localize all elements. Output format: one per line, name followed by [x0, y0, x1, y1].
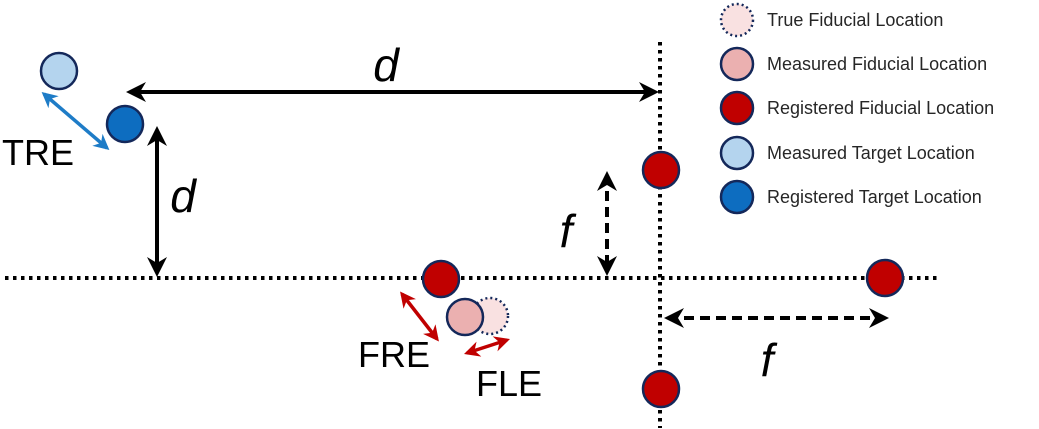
true-fiducial-icon [719, 2, 755, 38]
registered-fiducial-circle [421, 259, 461, 299]
fre-label: FRE [358, 334, 430, 375]
registered-fiducial-circle [641, 150, 681, 190]
legend-label: Registered Target Location [767, 187, 982, 207]
tre-arrow [41, 91, 110, 151]
legend-label: True Fiducial Location [767, 10, 943, 30]
legend-item: Measured Target Location [719, 135, 975, 171]
measured-fiducial-circle [445, 297, 485, 337]
registered-fiducial-circle [641, 369, 681, 409]
registered-fiducial-circle [865, 258, 905, 298]
f-horizontal-label: f [761, 334, 778, 386]
d-horizontal-label: d [373, 39, 400, 91]
tre-label: TRE [2, 132, 74, 173]
registered-target-circle [105, 104, 145, 144]
fle-arrow [464, 336, 510, 357]
legend-item: Registered Fiducial Location [719, 90, 994, 126]
legend-label: Measured Fiducial Location [767, 54, 987, 74]
d-vertical-label: d [170, 170, 197, 222]
measured-target-icon [719, 135, 755, 171]
measured-target-circle [39, 51, 79, 91]
registered-fiducial-icon [719, 90, 755, 126]
legend-item: Measured Fiducial Location [719, 46, 987, 82]
legend-label: Measured Target Location [767, 143, 975, 163]
legend-label: Registered Fiducial Location [767, 98, 994, 118]
f-vertical-label: f [560, 205, 577, 257]
registered-target-icon [719, 179, 755, 215]
legend: True Fiducial Location Measured Fiducial… [719, 2, 994, 215]
legend-item: Registered Target Location [719, 179, 982, 215]
fle-label: FLE [476, 363, 542, 404]
legend-item: True Fiducial Location [719, 2, 943, 38]
measured-fiducial-icon [719, 46, 755, 82]
fre-arrow [400, 291, 439, 342]
